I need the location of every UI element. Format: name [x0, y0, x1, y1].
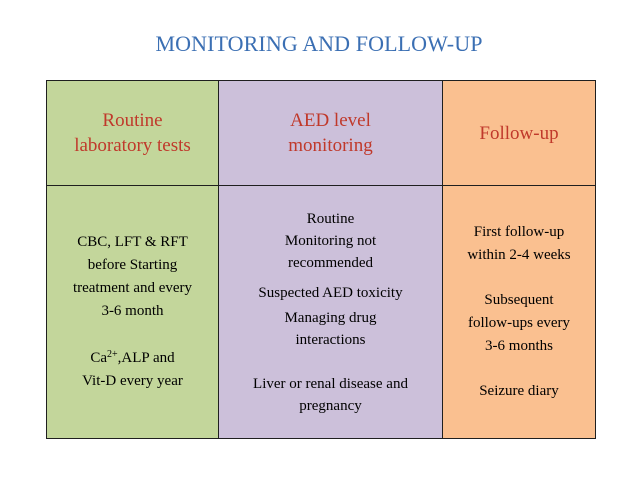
col1-block2-line1: Ca2+,ALP and [73, 347, 192, 370]
col1-block1-line4: 3-6 month [101, 303, 164, 319]
calcium-symbol: Ca [90, 350, 108, 366]
col3-block3-line1: Seizure diary [479, 383, 559, 399]
body-routine-lab-tests: CBC, LFT & RFT before Starting treatment… [47, 186, 219, 438]
body-follow-up: First follow-up within 2-4 weeks Subsequ… [443, 186, 595, 438]
header-follow-up: Follow-up [443, 81, 595, 186]
monitoring-table: Routine laboratory tests AED level monit… [46, 80, 596, 439]
col3-block2-line2: follow-ups every [467, 315, 571, 331]
col2-block1-line1: Routine [306, 210, 355, 227]
col3-block2-line3: 3-6 months [485, 338, 553, 354]
col1-block1-line3: treatment and every [72, 280, 193, 296]
header-col2-line1: AED level [290, 110, 371, 131]
col1-block2-line2: Vit-D every year [82, 373, 183, 389]
col1-block1-line1: CBC, LFT & RFT [77, 234, 188, 250]
col3-block1-line2: within 2-4 weeks [467, 247, 571, 263]
header-aed-level-monitoring: AED level monitoring [219, 81, 443, 186]
col2-block3-line1: Managing drug [284, 309, 377, 326]
header-col1-line1: Routine [102, 110, 163, 131]
header-col3-line1: Follow-up [479, 122, 559, 144]
header-routine-lab-tests: Routine laboratory tests [47, 81, 219, 186]
col3-block2-line1: Subsequent [484, 292, 554, 308]
col2-block2-line1: Suspected AED toxicity [258, 284, 403, 301]
col2-block1-line2: Monitoring not [284, 232, 377, 249]
col2-block1-line3: recommended [288, 254, 373, 271]
slide-title: MONITORING AND FOLLOW-UP [155, 31, 483, 56]
col2-block4-line2: pregnancy [299, 397, 362, 414]
col1-block1-line2: before Starting [87, 257, 178, 273]
calcium-charge: 2+ [107, 349, 118, 360]
body-aed-level-monitoring: Routine Monitoring not recommended Suspe… [219, 186, 443, 438]
col3-block1-line1: First follow-up [473, 224, 565, 240]
header-col1-line2: laboratory tests [74, 135, 191, 156]
header-col2-line2: monitoring [288, 135, 373, 156]
col1-block2-rest: ,ALP and [117, 350, 175, 366]
col2-block3-line2: interactions [295, 331, 366, 348]
col2-block4-line1: Liver or renal disease and [253, 375, 408, 392]
